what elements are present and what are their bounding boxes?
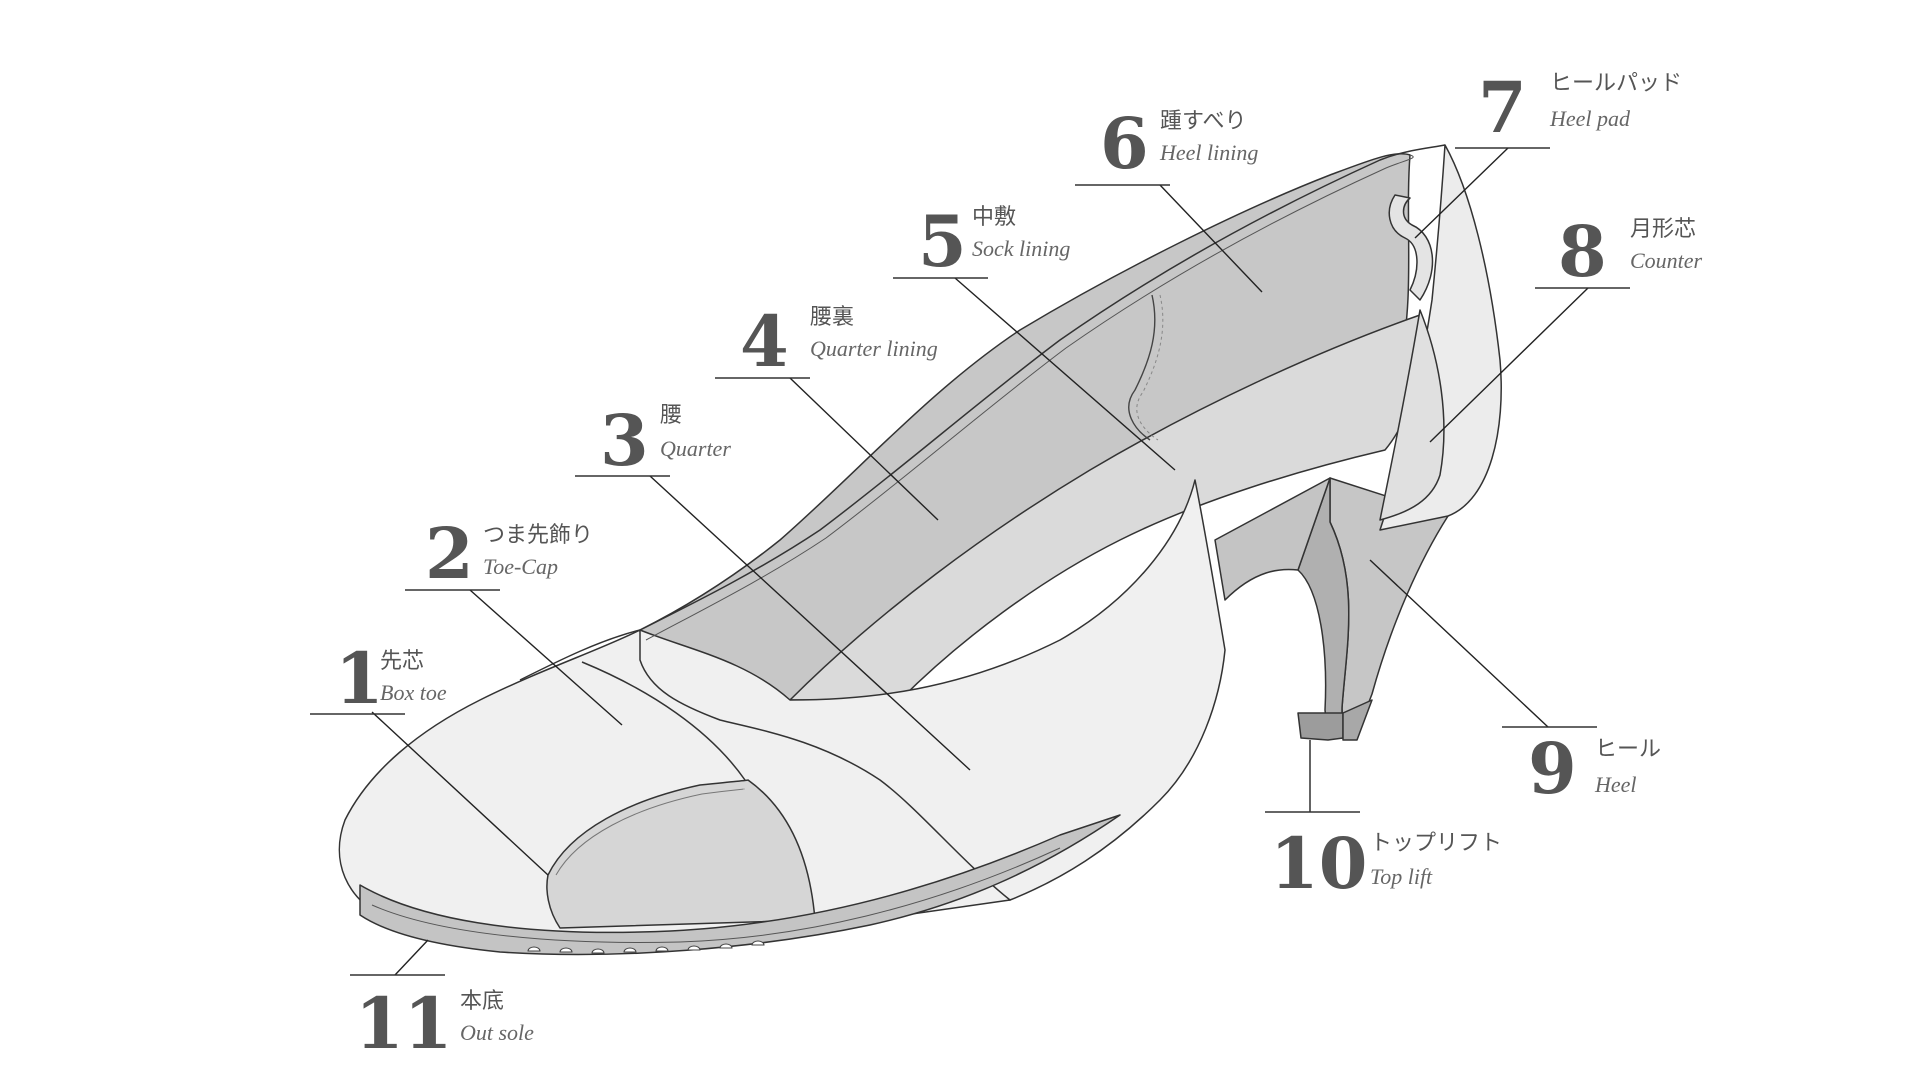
counter xyxy=(1379,309,1445,521)
label-en: Counter xyxy=(1630,248,1703,273)
label-en: Quarter lining xyxy=(810,336,938,361)
heel-pad xyxy=(1388,194,1434,301)
label-heel-lining: 6 踵すべり Heel lining xyxy=(1075,102,1258,186)
quarter-lining-seam-stitch xyxy=(1136,294,1164,441)
label-number: 10 xyxy=(1270,822,1367,905)
label-ja: 中敷 xyxy=(972,205,1016,230)
label-box-toe: 1 先芯 Box toe xyxy=(310,637,447,720)
label-number: 4 xyxy=(740,300,789,383)
top-lift xyxy=(1297,712,1344,741)
pump-shoe-illustration xyxy=(338,144,1502,956)
vamp-topline xyxy=(519,629,641,681)
toe-cap-decoration-inner xyxy=(555,788,745,876)
toe-cap-decoration xyxy=(546,779,816,929)
label-en: Toe-Cap xyxy=(483,554,558,579)
label-en: Box toe xyxy=(380,680,447,705)
leader-3 xyxy=(649,475,971,771)
label-ja: 腰 xyxy=(660,403,682,428)
label-ja: 本底 xyxy=(460,989,504,1014)
label-heel: 9 ヒール Heel xyxy=(1502,726,1661,810)
label-number: 3 xyxy=(600,399,649,482)
label-number: 1 xyxy=(335,637,384,720)
label-number: 8 xyxy=(1558,210,1607,293)
label-counter: 8 月形芯 Counter xyxy=(1535,210,1703,293)
label-top-lift: 10 トップリフト Top lift xyxy=(1265,811,1502,905)
out-sole-edge xyxy=(371,847,1061,944)
leader-lines xyxy=(371,147,1589,976)
shoe-topline-inner xyxy=(645,154,1414,641)
leader-4 xyxy=(789,377,939,521)
leader-5 xyxy=(954,277,1176,471)
label-ja: 月形芯 xyxy=(1630,217,1696,242)
label-number: 5 xyxy=(918,200,967,283)
leader-9 xyxy=(1369,559,1549,728)
label-number: 9 xyxy=(1528,727,1577,810)
label-ja: ヒール xyxy=(1595,737,1661,762)
label-ja: 先芯 xyxy=(380,649,424,674)
label-ja: 腰裏 xyxy=(810,305,854,330)
label-en: Heel pad xyxy=(1549,106,1631,131)
label-en: Sock lining xyxy=(972,236,1070,261)
label-heel-pad: 7 ヒールパッド Heel pad xyxy=(1455,66,1682,149)
label-ja: つま先飾り xyxy=(483,523,593,548)
leader-1 xyxy=(371,711,549,876)
label-en: Heel xyxy=(1594,772,1637,797)
label-number: 7 xyxy=(1478,66,1527,149)
label-toe-cap: 2 つま先飾り Toe-Cap xyxy=(405,512,593,595)
label-quarter: 3 腰 Quarter xyxy=(575,399,731,482)
toe-cap-seam xyxy=(581,661,746,781)
label-sock-lining: 5 中敷 Sock lining xyxy=(893,200,1070,283)
label-ja: トップリフト xyxy=(1370,831,1502,856)
label-en: Top lift xyxy=(1370,864,1433,889)
label-en: Heel lining xyxy=(1159,140,1258,165)
leader-7 xyxy=(1414,147,1509,239)
heel-shank xyxy=(1214,477,1331,601)
label-en: Out sole xyxy=(460,1020,534,1045)
leader-11 xyxy=(394,939,429,976)
quarter-lining-seam xyxy=(1128,294,1156,441)
label-ja: ヒールパッド xyxy=(1550,71,1682,96)
label-number: 11 xyxy=(355,982,452,1065)
out-sole-tread xyxy=(527,940,765,954)
label-en: Quarter xyxy=(660,436,731,461)
shoe-topline xyxy=(639,144,1446,631)
label-ja: 踵すべり xyxy=(1160,109,1246,134)
label-number: 2 xyxy=(425,512,474,595)
label-quarter-lining: 4 腰裏 Quarter lining xyxy=(715,300,938,383)
label-out-sole: 11 本底 Out sole xyxy=(350,974,534,1065)
label-number: 6 xyxy=(1100,102,1149,185)
part-labels: 1 先芯 Box toe 2 つま先飾り Toe-Cap 3 腰 Quarter xyxy=(310,66,1703,1065)
leader-2 xyxy=(469,589,623,726)
top-lift-back xyxy=(1342,699,1373,741)
leader-6 xyxy=(1159,184,1263,293)
leader-8 xyxy=(1429,287,1589,443)
out-sole xyxy=(359,814,1121,956)
